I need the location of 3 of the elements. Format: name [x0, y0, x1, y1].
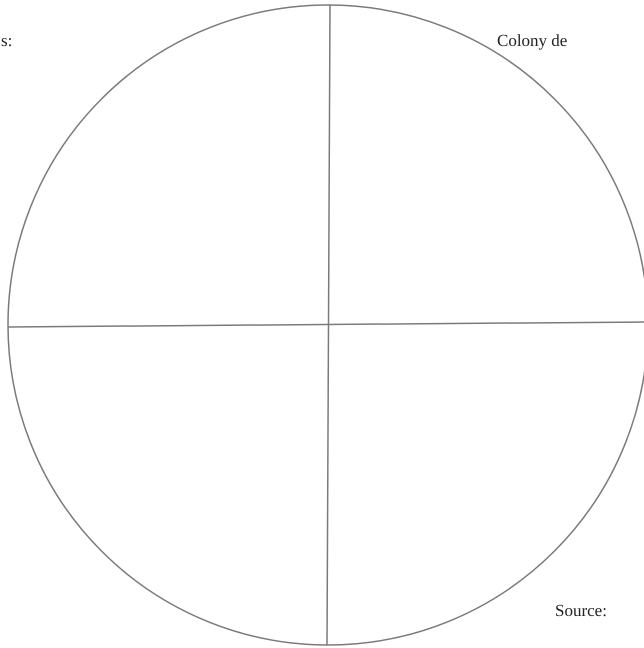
note-text: s:: [1, 30, 12, 52]
note-text: Source:: [555, 600, 607, 622]
note-text: Colony de: [497, 30, 568, 52]
